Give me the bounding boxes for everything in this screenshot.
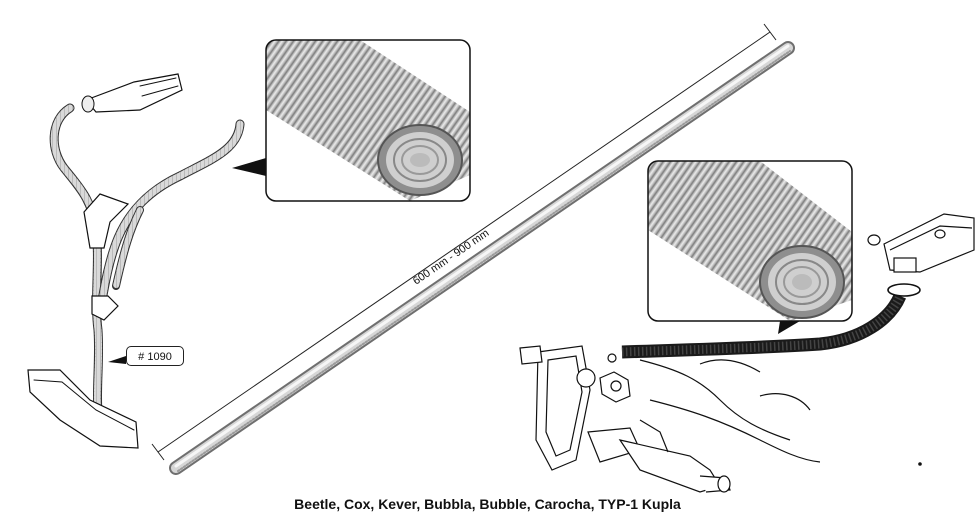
aluminum-tube	[169, 41, 795, 475]
hose-illustration	[27, 73, 245, 449]
compatibility-caption: Beetle, Cox, Kever, Bubbla, Bubble, Caro…	[294, 496, 681, 512]
dimension-line	[151, 23, 777, 461]
pipe-closeup-bottom	[647, 160, 853, 334]
part-number-label: # 1090	[126, 346, 184, 366]
car-engine-illustration	[519, 213, 975, 493]
pipe-closeup-top	[232, 39, 471, 202]
